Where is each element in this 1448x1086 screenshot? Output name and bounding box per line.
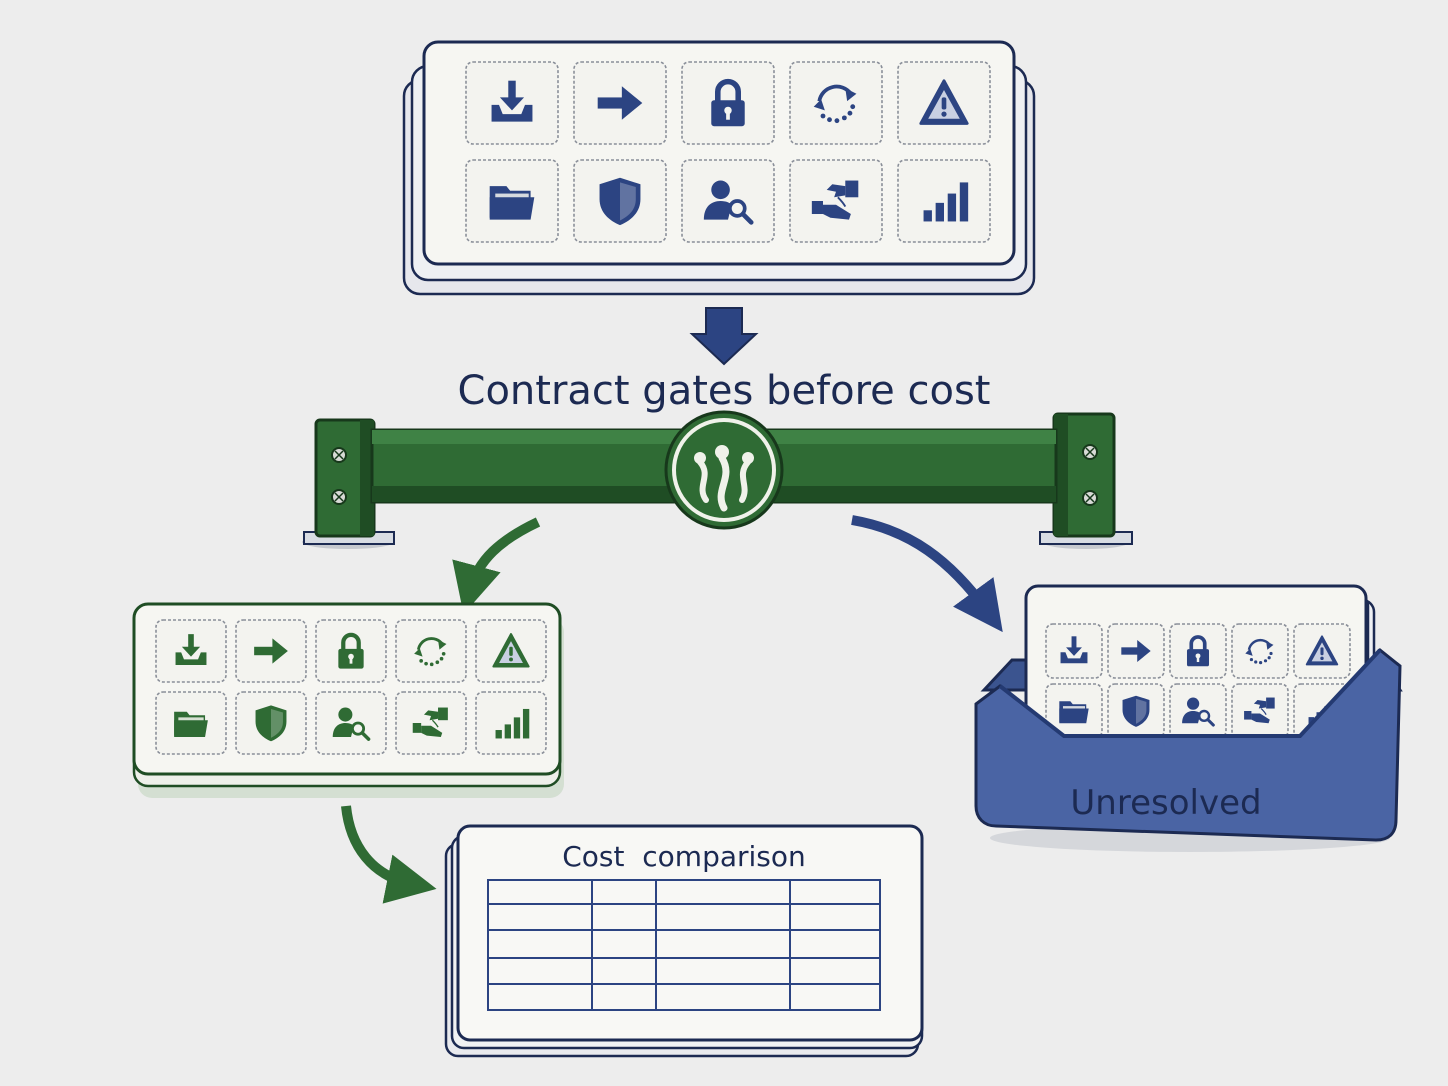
top-cell-padlock	[681, 61, 775, 145]
cost-comparison-sheet: Cost comparison	[444, 824, 924, 1058]
green-cell-arrow-right	[235, 619, 307, 683]
blue-cell-arrow-right	[1107, 623, 1165, 679]
pass-arrow	[452, 517, 541, 615]
blue-cell-download-tray	[1045, 623, 1103, 679]
green-cell-bar-chart	[475, 691, 547, 755]
top-cell-bar-chart	[897, 159, 991, 243]
green-cell-download-tray	[155, 619, 227, 683]
blue-cell-folder	[1045, 683, 1103, 739]
top-cell-shield	[573, 159, 667, 243]
sprout-emblem-icon	[694, 445, 754, 512]
green-cell-user-search	[315, 691, 387, 755]
blue-cell-refresh-cycle	[1231, 623, 1289, 679]
green-cell-folder	[155, 691, 227, 755]
top-cell-handshake-transfer	[789, 159, 883, 243]
cost-comparison-title: Cost comparison	[562, 840, 806, 873]
cost-comparison-table	[487, 879, 881, 1011]
green-cell-warning	[475, 619, 547, 683]
diagram-title: Contract gates before cost	[458, 368, 991, 414]
down-arrow	[689, 307, 759, 366]
green-cell-padlock	[315, 619, 387, 683]
blue-cell-user-search	[1169, 683, 1227, 739]
blue-cell-warning	[1293, 623, 1351, 679]
input-icon-panel	[402, 40, 1036, 296]
passed-icon-panel	[132, 602, 564, 798]
green-cell-refresh-cycle	[395, 619, 467, 683]
green-cell-shield	[235, 691, 307, 755]
to-cost-arrow	[341, 805, 437, 904]
folder-icon	[1059, 701, 1089, 724]
folder-icon	[489, 186, 535, 220]
unresolved-label: Unresolved	[1070, 783, 1261, 823]
folder-icon	[174, 711, 208, 738]
unresolved-tray: Unresolved	[974, 584, 1403, 852]
fail-arrow	[851, 515, 1003, 633]
blue-cell-handshake-transfer	[1231, 683, 1289, 739]
top-cell-folder	[465, 159, 559, 243]
top-cell-user-search	[681, 159, 775, 243]
top-cell-download-tray	[465, 61, 559, 145]
blue-cell-padlock	[1169, 623, 1227, 679]
blue-cell-shield	[1107, 683, 1165, 739]
top-cell-refresh-cycle	[789, 61, 883, 145]
green-cell-handshake-transfer	[395, 691, 467, 755]
contract-gate	[302, 410, 1133, 549]
top-cell-warning	[897, 61, 991, 145]
top-cell-arrow-right	[573, 61, 667, 145]
